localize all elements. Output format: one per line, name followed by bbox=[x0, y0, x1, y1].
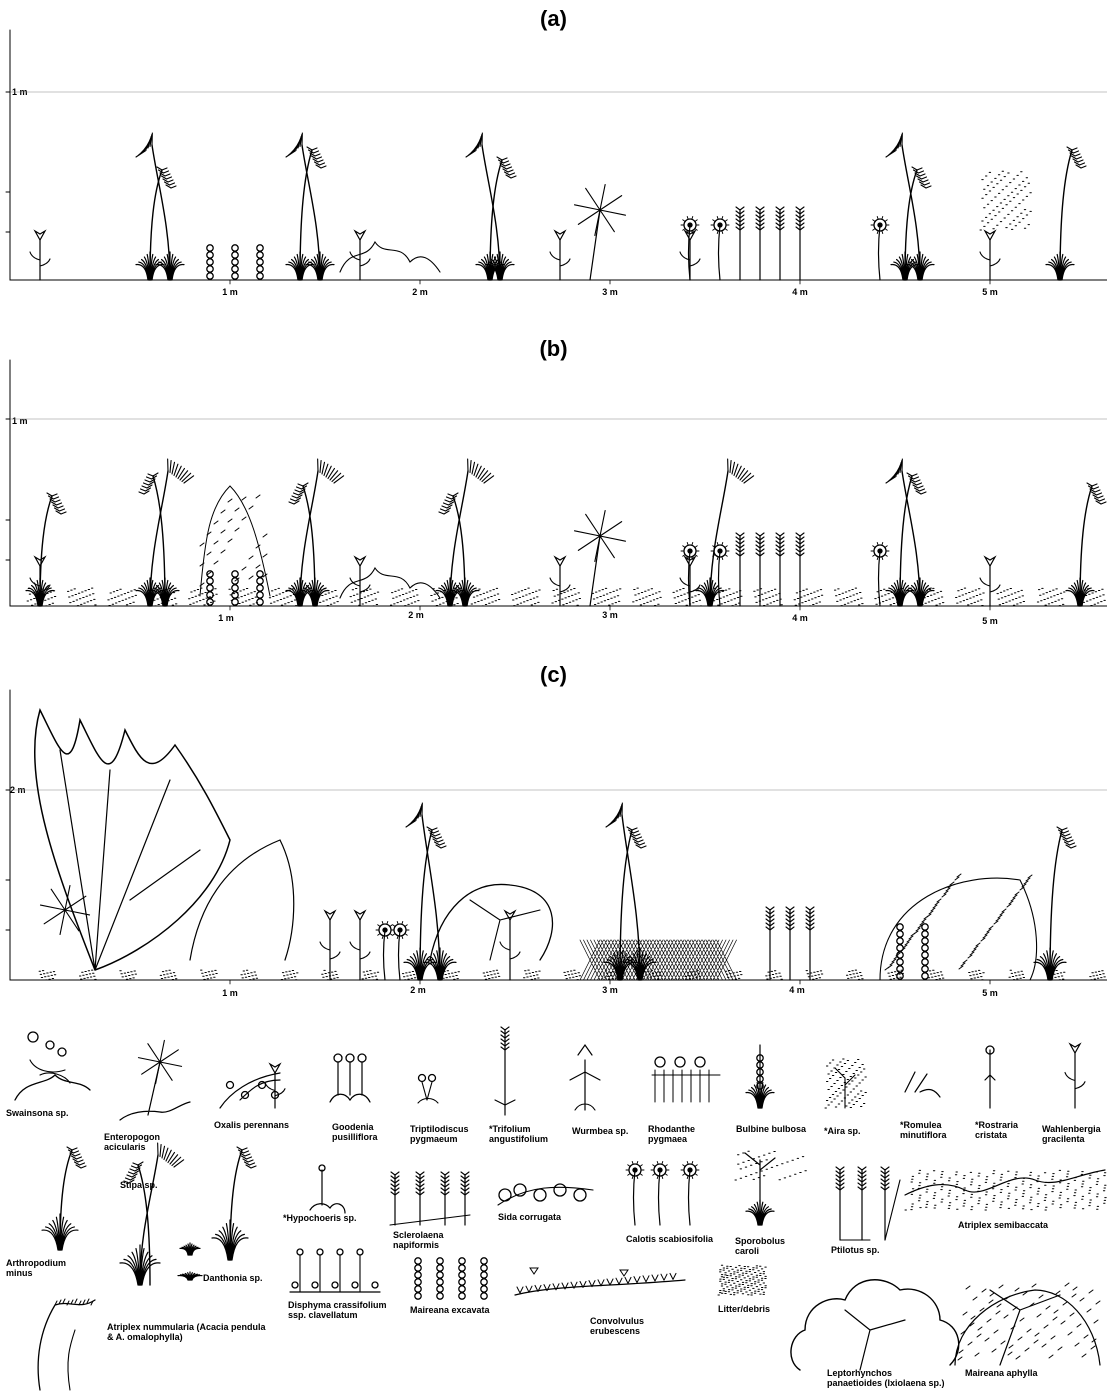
legend-label-ptilotus: Ptilotus sp. bbox=[831, 1245, 901, 1255]
legend-label-sclerolaena: Sclerolaena napiformis bbox=[393, 1230, 463, 1250]
legend-label-sida: Sida corrugata bbox=[498, 1212, 578, 1222]
legend-label-rhodanthe: Rhodanthe pygmaea bbox=[648, 1124, 708, 1144]
legend-label-maireana-excavata: Maireana excavata bbox=[410, 1305, 500, 1315]
legend-label-litter: Litter/debris bbox=[718, 1304, 788, 1314]
legend-label-romulea: *Romulea minutiflora bbox=[900, 1120, 970, 1140]
legend-label-atriplex-semibaccata: Atriplex semibaccata bbox=[958, 1220, 1078, 1230]
legend-label-sporobolus: Sporobolus caroli bbox=[735, 1236, 795, 1256]
legend-label-enteropogon: Enteropogon acicularis bbox=[104, 1132, 174, 1152]
legend-label-swainsona: Swainsona sp. bbox=[6, 1108, 96, 1118]
legend-label-triptilodiscus: Triptilodiscus pygmaeum bbox=[410, 1124, 475, 1144]
legend-label-maireana-aphylla: Maireana aphylla bbox=[965, 1368, 1065, 1378]
legend-label-arthropodium: Arthropodium minus bbox=[6, 1258, 86, 1278]
legend-label-oxalis: Oxalis perennans bbox=[214, 1120, 304, 1130]
legend-label-goodenia: Goodenia pusilliflora bbox=[332, 1122, 392, 1142]
legend-label-stipa: Stipa sp. bbox=[120, 1180, 180, 1190]
legend-label-wurmbea: Wurmbea sp. bbox=[572, 1126, 637, 1136]
legend-label-rostraria: *Rostraria cristata bbox=[975, 1120, 1025, 1140]
legend-label-calotis: Calotis scabiosifolia bbox=[626, 1234, 716, 1244]
legend-label-convolvulus: Convolvulus erubescens bbox=[590, 1316, 670, 1336]
legend-label-bulbine: Bulbine bulbosa bbox=[736, 1124, 816, 1134]
legend-label-atriplex-nummularia: Atriplex nummularia (Acacia pendula & A.… bbox=[107, 1322, 267, 1342]
legend-label-leptorhynchos: Leptorhynchos panaetioides (Ixiolaena sp… bbox=[827, 1368, 947, 1388]
legend-label-hypochoeris: *Hypochoeris sp. bbox=[283, 1213, 373, 1223]
legend-label-disphyma: Disphyma crassifolium ssp. clavellatum bbox=[288, 1300, 398, 1320]
legend-label-aira: *Aira sp. bbox=[824, 1126, 884, 1136]
legend-label-wahlenbergia: Wahlenbergia gracilenta bbox=[1042, 1124, 1106, 1144]
legend-label-trifolium: *Trifolium angustifolium bbox=[489, 1124, 554, 1144]
legend-label-danthonia: Danthonia sp. bbox=[203, 1273, 273, 1283]
